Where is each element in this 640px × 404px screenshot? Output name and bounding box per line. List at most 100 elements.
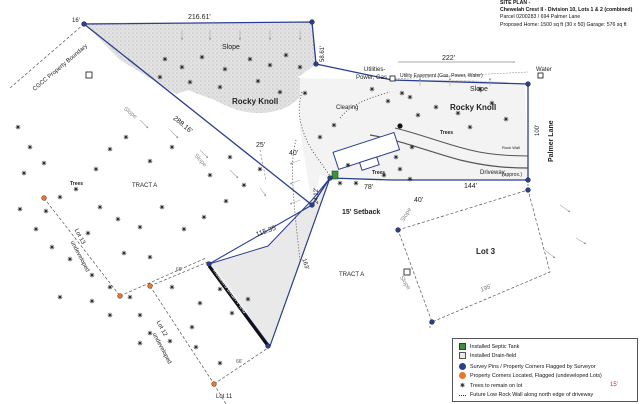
legend-septic: Installed Septic Tank [459, 343, 519, 350]
slope-label-top: Slope [222, 44, 240, 51]
tree-icon: ✷ [477, 85, 484, 94]
survey-pin-icon [309, 19, 315, 25]
tree-icon: ✷ [241, 181, 248, 190]
tree-icon: ✷ [393, 153, 400, 162]
dim-vertical-left: 24.12' [314, 187, 320, 204]
tree-icon: ✷ [489, 99, 496, 108]
tree-icon: ✷ [89, 297, 96, 306]
tree-icon: ✷ [317, 133, 324, 142]
slope-arrow-icon [229, 169, 239, 179]
tree-icon: ✷ [93, 165, 100, 174]
tree-icon: ✷ [381, 171, 388, 180]
tree-icon: ✷ [217, 83, 224, 92]
tree-icon: ✷ [223, 197, 230, 206]
tree-icon: ✷ [107, 311, 114, 320]
proposed-home [332, 131, 401, 171]
utility-easement-line [315, 63, 393, 81]
tree-icon: ✷ [227, 153, 234, 162]
header-line1: Chewelah Crest II - Division 10, Lots 1 … [500, 7, 633, 14]
tree-icon: ✷ [369, 85, 376, 94]
tree-icon: ✷ [503, 115, 510, 124]
tree-icon: ✷ [123, 133, 130, 142]
rocky-knoll-left [150, 49, 307, 114]
palmer-lane-label: Palmer Lane [548, 120, 555, 162]
tree-icon: ✷ [297, 63, 304, 72]
rock-wall-label: Rock Wall [502, 145, 520, 150]
survey-pin-icon [525, 81, 531, 87]
header-title: SITE PLAN - [500, 0, 531, 6]
tree-icon: ✷ [331, 121, 338, 130]
tree-icon: ✷ [283, 51, 290, 60]
tree-icon: ✷ [302, 89, 309, 98]
tree-icon: ✷ [17, 205, 24, 214]
tree-icon: ✷ [189, 323, 196, 332]
tree-icon: ✷ [245, 295, 252, 304]
tree-icon: ✷ [147, 157, 154, 166]
driveway-note: (approx.) [502, 172, 523, 178]
tree-icon: ✷ [229, 309, 236, 318]
trees-label-right: Trees [440, 130, 454, 136]
survey-pin-icon [81, 21, 87, 27]
legend-orange-pin: Property Corners Located, Flagged (undev… [459, 372, 602, 379]
septic-tank [331, 170, 339, 180]
tree-icon: ✷ [57, 293, 64, 302]
dim-right-side: 100' [535, 124, 541, 136]
dim-short-top: 16' [72, 18, 80, 24]
slope-arrow-icon [544, 249, 556, 259]
legend-trees: ✷ Trees to remain on lot [459, 381, 523, 390]
header-line3: Proposed Home: 1500 sq ft (30 x 50) Gara… [500, 21, 627, 28]
dim-top-edge: 216.61' [188, 14, 211, 21]
slope-arrow-icon [259, 187, 267, 197]
tree-icon: ✷ [193, 343, 200, 352]
survey-pin-icon [525, 177, 531, 183]
lot3-boundary [397, 189, 551, 323]
tree-icon: ✷ [257, 165, 264, 174]
slope-arrow-icon [575, 237, 587, 245]
tree-icon: ✷ [57, 193, 64, 202]
tree-icon: ✷ [277, 88, 284, 97]
tree-icon: ✷ [407, 175, 414, 184]
tree-icon: ✷ [167, 337, 174, 346]
slope-arrow-icon [289, 199, 301, 205]
legend-survey-pin: Survey Pins / Property Corners Flagged b… [459, 363, 596, 370]
property-corner-icon [459, 372, 466, 379]
tree-icon: ✷ [187, 78, 194, 87]
slope-arrow-icon [199, 149, 209, 159]
tree-icon: ✷ [385, 97, 392, 106]
trees-to-remain: ✷ ✷ ✷ ✷ ✷ ✷ ✷ ✷ ✷ ✷ ✷ ✷ ✷ ✷ ✷ ✷ ✷ ✷ ✷ ✷ ✷ ✷ ✷ ✷ ✷ ✷ ✷ ✷ ✷ ✷ ✷ ✷ ✷ ✷ ✷ ✷ ✷ ✷ ✷ ✷… [15, 51, 510, 368]
legend-drainfield: Installed Drain-field [459, 352, 516, 359]
tree-icon: ✷ [201, 213, 208, 222]
utilities-label: Utilities- [364, 67, 386, 73]
trees-label-left: Trees [70, 181, 84, 187]
dim-bottom-right: 144' [464, 183, 478, 190]
tree-icon: ✷ [33, 225, 40, 234]
site-plan-header: SITE PLAN - Chewelah Crest II - Division… [500, 0, 640, 29]
tree-icon: ✷ [15, 123, 22, 132]
tree-icon: ✷ [73, 185, 80, 194]
survey-pin-icon [395, 227, 401, 233]
tree-icon: ✷ [433, 103, 440, 112]
survey-pin-icon [313, 61, 319, 67]
tree-icon: ✷ [107, 145, 114, 154]
driveway-label: Driveway [480, 170, 505, 176]
survey-pin-icon [525, 187, 531, 193]
tree-icon: ✷ [197, 299, 204, 308]
tree-icon: ✷ [49, 243, 56, 252]
tree-icon: ✷ [407, 93, 414, 102]
rock-wall-line-icon [459, 394, 466, 396]
tree-icon: ✷ [85, 229, 92, 238]
tree-icon: ✷ [267, 61, 274, 70]
dim-25: 25' [256, 142, 266, 149]
clearing-area [300, 78, 528, 205]
dim-40a: 40' [289, 150, 299, 157]
tree-icon: ✷ [179, 63, 186, 72]
tree-icon: ✷ [181, 225, 188, 234]
utility-easement-label: Utility Easement (Gas, Power, Water) [400, 73, 483, 79]
dim-lot12: 66' [236, 359, 243, 365]
tree-icon: ✷ [217, 285, 224, 294]
tree-icon: ✷ [159, 203, 166, 212]
tree-icon: ✷ [27, 143, 34, 152]
tree-icon: ✷ [207, 171, 214, 180]
tree-icon: ✷ [127, 293, 134, 302]
tree-icon: ✷ [337, 179, 344, 188]
